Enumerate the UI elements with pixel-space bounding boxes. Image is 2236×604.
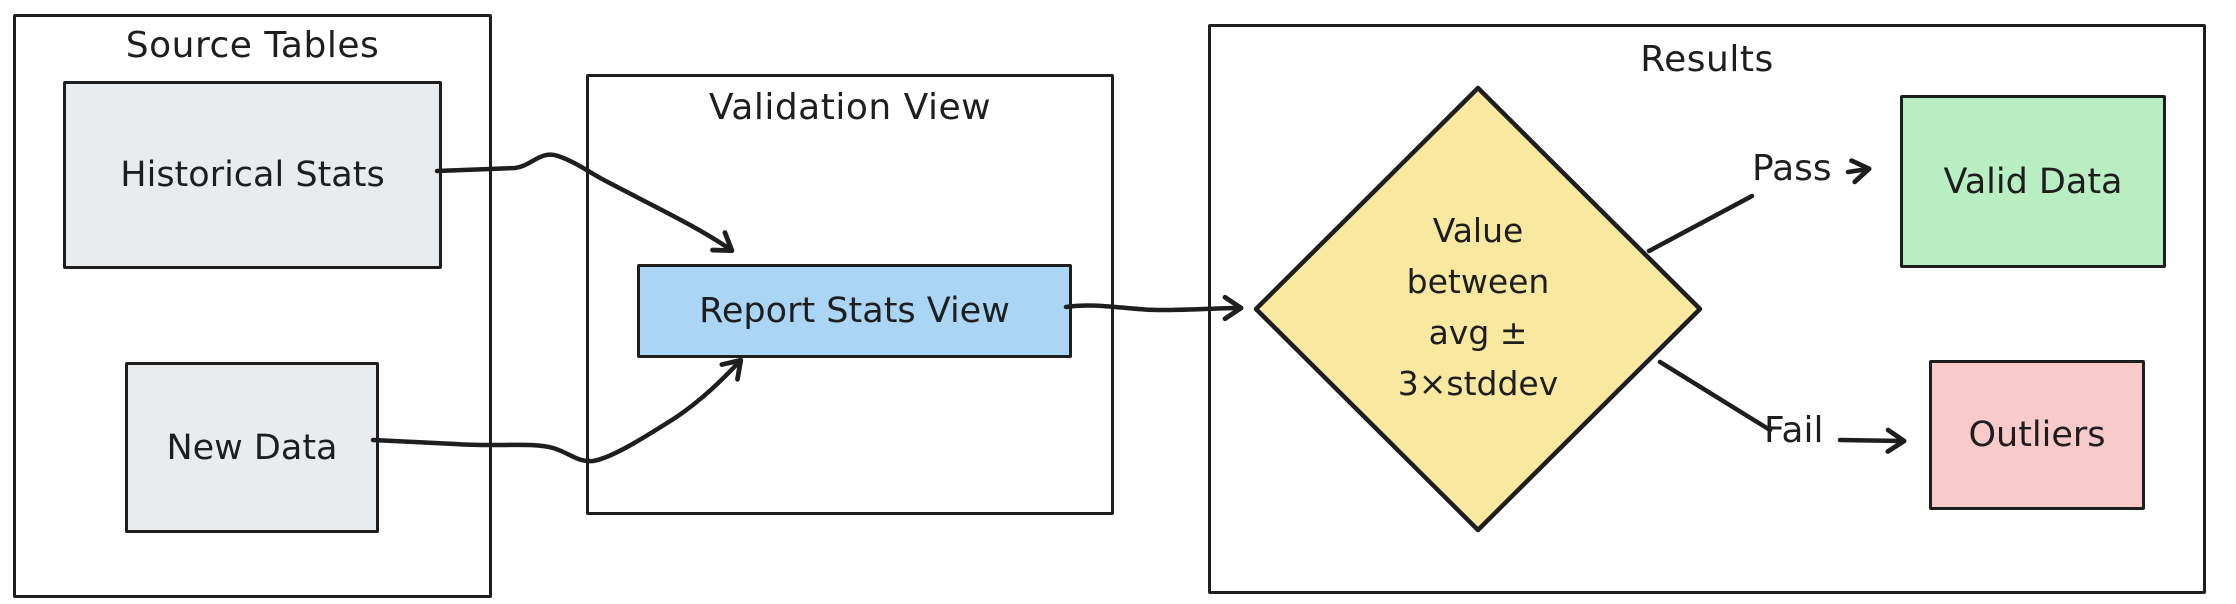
decision-label-line-2: between	[1406, 262, 1550, 302]
node-label-new-data: New Data	[166, 427, 338, 468]
node-outliers: Outliers	[1929, 360, 2145, 510]
group-validation-view: Validation View	[586, 74, 1114, 515]
decision-label-line-1: Value	[1432, 211, 1524, 250]
node-label-valid-data: Valid Data	[1943, 161, 2123, 202]
decision-label-line-3: avg ±	[1428, 313, 1528, 353]
node-label-historical-stats: Historical Stats	[120, 155, 385, 195]
decision-label-line-4: 3×stddev	[1397, 364, 1559, 404]
node-label-outliers: Outliers	[1968, 415, 2106, 455]
decision-label: Value between avg ± 3×stddev	[1286, 205, 1670, 410]
edge-label-pass: Pass	[1752, 148, 1832, 189]
node-historical-stats: Historical Stats	[63, 81, 442, 269]
group-source-tables: Source Tables	[13, 14, 492, 598]
group-title-results: Results	[1640, 39, 1774, 80]
node-report-stats-view: Report Stats View	[637, 264, 1072, 358]
edge-label-fail: Fail	[1764, 410, 1824, 451]
node-valid-data: Valid Data	[1900, 95, 2166, 268]
node-label-report-stats-view: Report Stats View	[699, 291, 1010, 331]
group-title-validation-view: Validation View	[708, 87, 992, 128]
node-new-data: New Data	[125, 362, 379, 533]
group-title-source-tables: Source Tables	[125, 25, 380, 66]
